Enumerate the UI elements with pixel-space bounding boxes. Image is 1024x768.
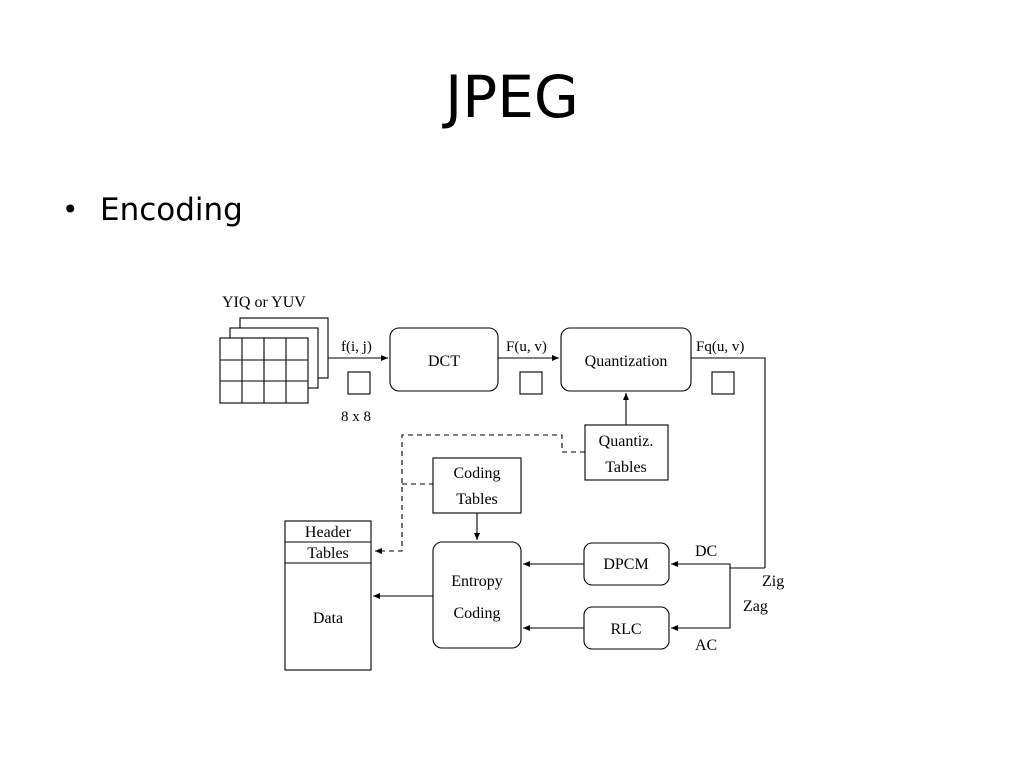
block-8x8-square [347, 371, 371, 395]
coding-tables-line1: Coding [453, 465, 500, 482]
bitstream-frame [284, 520, 372, 671]
quantization-label: Quantization [585, 353, 668, 370]
quant-tables-line1: Quantiz. [599, 433, 654, 450]
zig-label: Zig [762, 573, 784, 590]
dc-label: DC [695, 543, 717, 560]
bullet-dot-icon: • [62, 193, 79, 226]
tables-label: Tables [307, 545, 349, 562]
arrow-ac-to-rlc [671, 567, 765, 631]
quantized-output-label: Fq(u, v) [696, 339, 744, 355]
entropy-line2: Coding [453, 605, 500, 622]
quant-tables-line2: Tables [605, 459, 647, 476]
dct-box [389, 327, 499, 392]
arrow-dc-to-dpcm [671, 561, 765, 569]
spatial-signal-label: f(i, j) [341, 339, 372, 355]
data-label: Data [313, 610, 343, 627]
header-label: Header [305, 524, 352, 541]
quantization-box [560, 327, 692, 392]
input-color-space-label: YIQ or YUV [222, 294, 306, 311]
rlc-label: RLC [610, 621, 641, 638]
coding-tables-line2: Tables [456, 491, 498, 508]
line-quantized-to-zigzag [691, 357, 766, 568]
ac-label: AC [695, 637, 717, 654]
dashed-line-tables-to-header [375, 434, 585, 554]
entropy-line1: Entropy [451, 573, 503, 590]
quantized-block-square [711, 371, 735, 395]
dct-output-label: F(u, v) [506, 339, 547, 355]
coeff-block-square [519, 371, 543, 395]
entropy-coding-box [432, 541, 522, 649]
zag-label: Zag [743, 598, 768, 615]
bullet-item: • Encoding [62, 188, 243, 232]
dct-label: DCT [428, 353, 460, 370]
output-bitstream [284, 520, 372, 671]
input-image-stack [219, 317, 329, 404]
bullet-text: Encoding [100, 192, 243, 228]
slide-title: JPEG [445, 63, 579, 131]
pixel-grid [220, 338, 308, 403]
block-size-label: 8 x 8 [341, 409, 371, 425]
dpcm-label: DPCM [603, 556, 648, 573]
